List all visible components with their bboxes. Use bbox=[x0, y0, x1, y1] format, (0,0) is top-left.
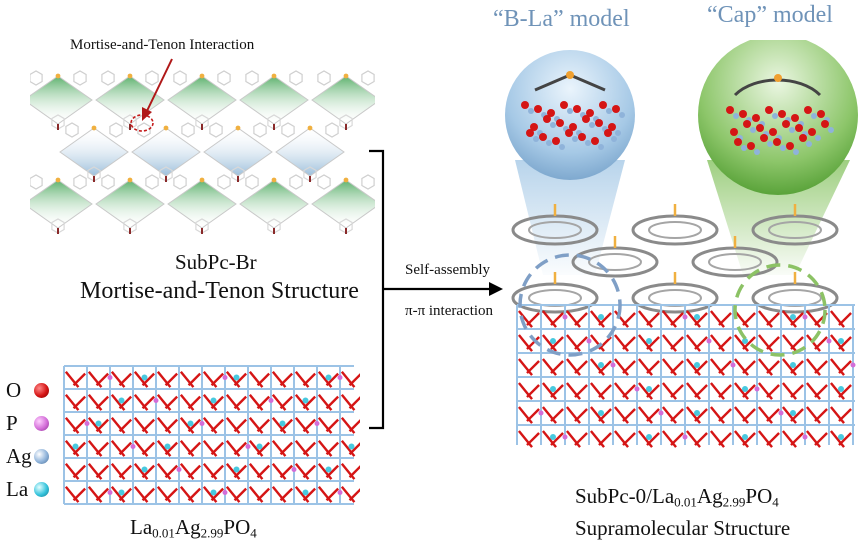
supramolecular-scene bbox=[505, 40, 858, 448]
assembly-arrow bbox=[369, 149, 503, 430]
b-la-site-dashed-circle bbox=[518, 253, 622, 357]
subpc-br-lattice bbox=[30, 70, 375, 234]
lightblue-sphere-icon bbox=[34, 449, 49, 464]
supramolecular-structure-label: Supramolecular Structure bbox=[575, 516, 791, 540]
cap-model-label: “Cap” model bbox=[707, 2, 833, 28]
legend-o: O bbox=[6, 378, 49, 403]
interaction-highlight-circle bbox=[130, 114, 154, 132]
red-sphere-icon bbox=[34, 383, 49, 398]
self-assembly-label: Self-assembly bbox=[405, 262, 490, 278]
la-ag-po4-substrate-right bbox=[516, 304, 856, 448]
legend-ag: Ag bbox=[6, 444, 49, 469]
callout-arrow bbox=[142, 58, 173, 121]
legend-p: P bbox=[6, 411, 49, 436]
magenta-sphere-icon bbox=[34, 416, 49, 431]
subpc-molecules bbox=[30, 70, 375, 234]
cap-site-dashed-circle bbox=[733, 263, 827, 357]
legend-la: La bbox=[6, 477, 49, 502]
cyan-sphere-icon bbox=[34, 482, 49, 497]
subpc-br-label: SubPc-Br bbox=[175, 250, 257, 274]
mortise-tenon-structure-label: Mortise-and-Tenon Structure bbox=[80, 278, 359, 304]
b-la-model-label: “B-La” model bbox=[493, 6, 630, 32]
la-ag-po4-label: La0.01Ag2.99PO4 bbox=[130, 515, 257, 541]
b-la-model-bubble bbox=[505, 50, 635, 180]
cap-model-bubble bbox=[698, 40, 858, 195]
element-legend: O P Ag La bbox=[6, 378, 49, 502]
pi-pi-interaction-label: π-π interaction bbox=[405, 303, 494, 319]
la-ag-po4-substrate-left bbox=[63, 365, 360, 505]
subpc-0-la-ag-po4-label: SubPc-0/La0.01Ag2.99PO4 bbox=[575, 484, 779, 510]
mortise-tenon-interaction-label: Mortise-and-Tenon Interaction bbox=[70, 37, 255, 53]
